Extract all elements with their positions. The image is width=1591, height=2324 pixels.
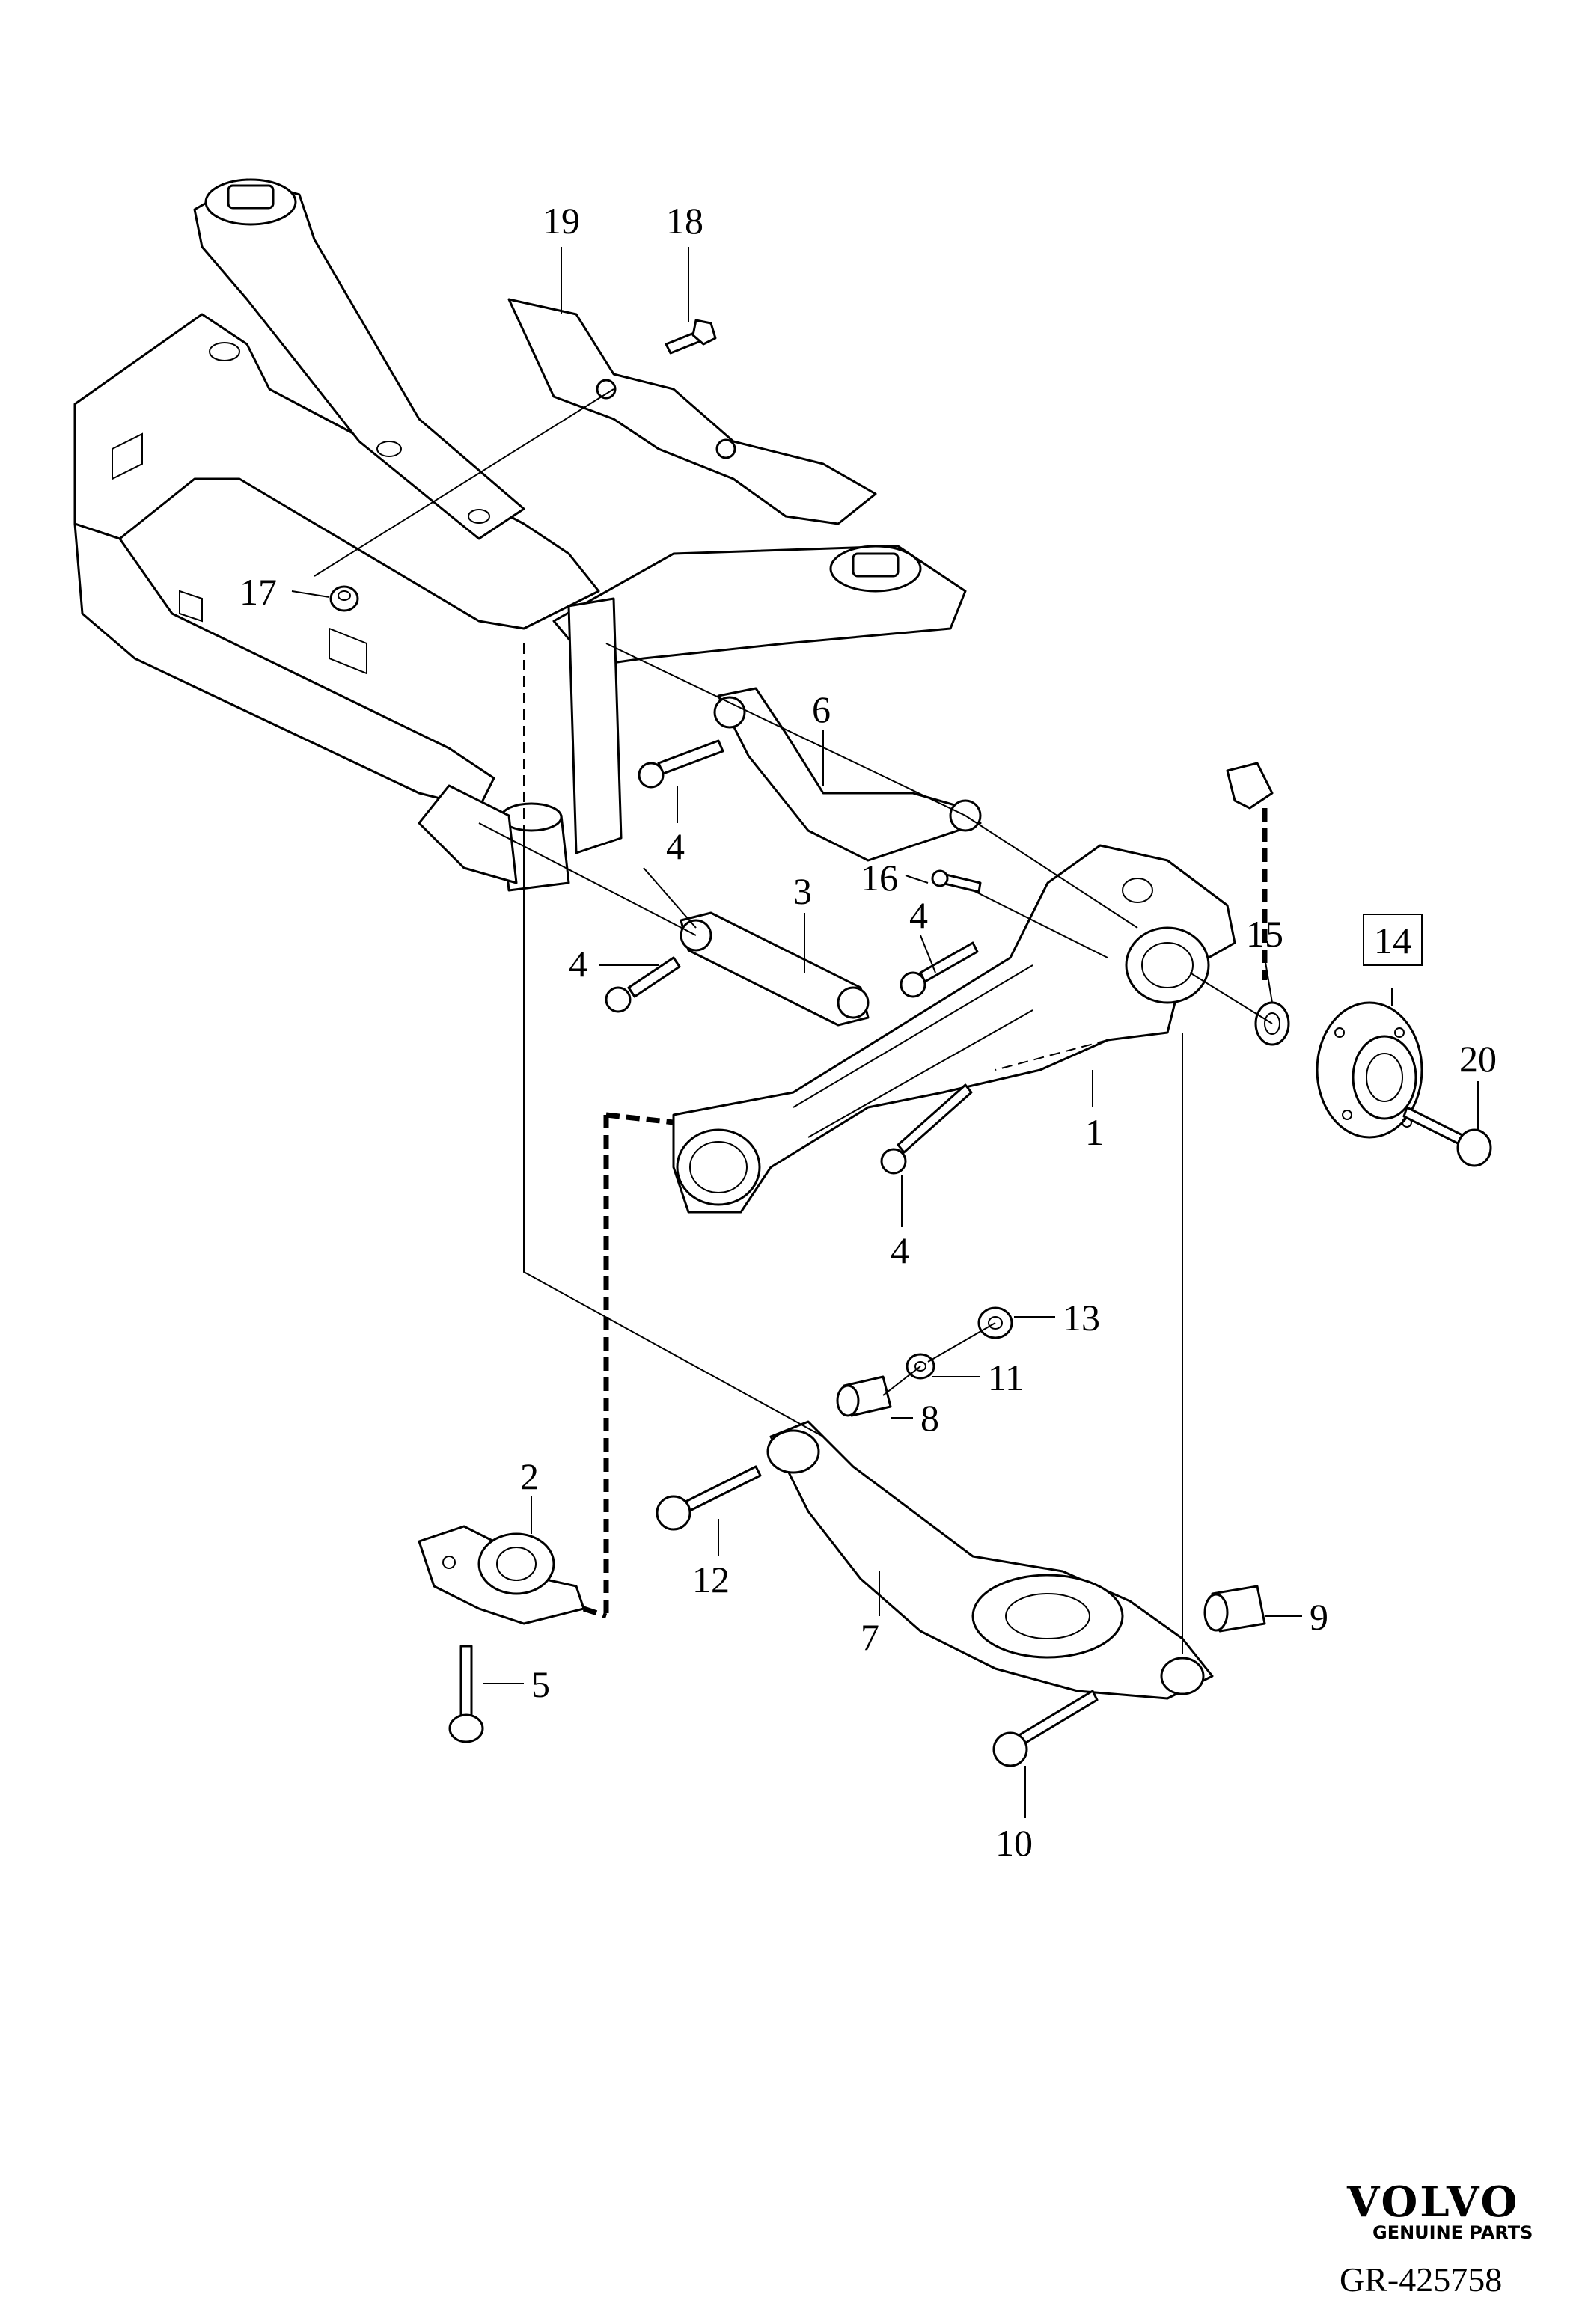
callout-6: 6 <box>812 688 831 730</box>
part-4-bolt-a <box>638 739 724 789</box>
callout-20: 20 <box>1459 1038 1497 1080</box>
part-10-bolt <box>992 1690 1099 1767</box>
callout-8: 8 <box>920 1397 939 1439</box>
callout-3: 3 <box>793 870 812 912</box>
callout-14: 14 <box>1374 920 1411 961</box>
abs-sensor-connector <box>1226 762 1274 810</box>
diagram-reference: GR-425758 <box>1340 2260 1502 2299</box>
part-16-screw <box>931 869 982 893</box>
brand-tagline: GENUINE PARTS <box>1372 2222 1533 2243</box>
callout-15: 15 <box>1246 913 1283 955</box>
callout-19: 19 <box>543 200 580 242</box>
callout-9: 9 <box>1310 1596 1328 1638</box>
assembly-lines <box>314 388 1273 1654</box>
callout-14-box <box>1363 914 1423 966</box>
callout-4c: 4 <box>569 943 587 985</box>
part-6-upper-arm <box>713 687 982 862</box>
part-3-link-arm <box>680 911 870 1027</box>
rear-subframe <box>73 178 967 892</box>
callout-17: 17 <box>239 571 277 613</box>
callout-13: 13 <box>1063 1297 1100 1339</box>
part-12-bolt <box>656 1465 762 1531</box>
brand-block: VOLVO GENUINE PARTS GR-425758 <box>1340 2177 1533 2299</box>
part-18-bolt <box>665 319 717 355</box>
part-9-bushing <box>1203 1585 1266 1633</box>
part-7-lower-arm <box>766 1420 1214 1700</box>
callout-4a: 4 <box>666 825 685 867</box>
callout-7: 7 <box>861 1616 879 1658</box>
part-14-wheel-hub <box>1316 1001 1423 1139</box>
callout-4d: 4 <box>891 1229 909 1271</box>
brand-logo: VOLVO <box>1346 2177 1519 2227</box>
callout-12: 12 <box>692 1559 730 1600</box>
callout-4b: 4 <box>909 894 928 936</box>
callout-10: 10 <box>995 1822 1033 1864</box>
part-4-bolt-b <box>605 956 681 1013</box>
callout-2: 2 <box>520 1455 539 1497</box>
part-2-bracket <box>418 1525 585 1625</box>
callout-5: 5 <box>531 1663 550 1705</box>
callout-18: 18 <box>666 200 703 242</box>
part-1-trailing-arm <box>672 844 1236 1214</box>
part-19-shield <box>507 298 877 525</box>
part-5-bolt <box>448 1645 484 1743</box>
part-4-bolt-d <box>880 1083 973 1175</box>
callout-16: 16 <box>861 857 898 899</box>
part-8-bushing <box>836 1375 892 1417</box>
callout-1: 1 <box>1085 1111 1104 1153</box>
callouts: 19 18 17 6 4 3 16 4 4 15 14 20 1 4 13 11… <box>239 200 1497 1864</box>
callout-11: 11 <box>988 1357 1024 1398</box>
part-20-hub-bolt <box>1402 1106 1492 1167</box>
callout-leaders <box>291 247 1479 1818</box>
part-17-nut <box>329 585 359 612</box>
